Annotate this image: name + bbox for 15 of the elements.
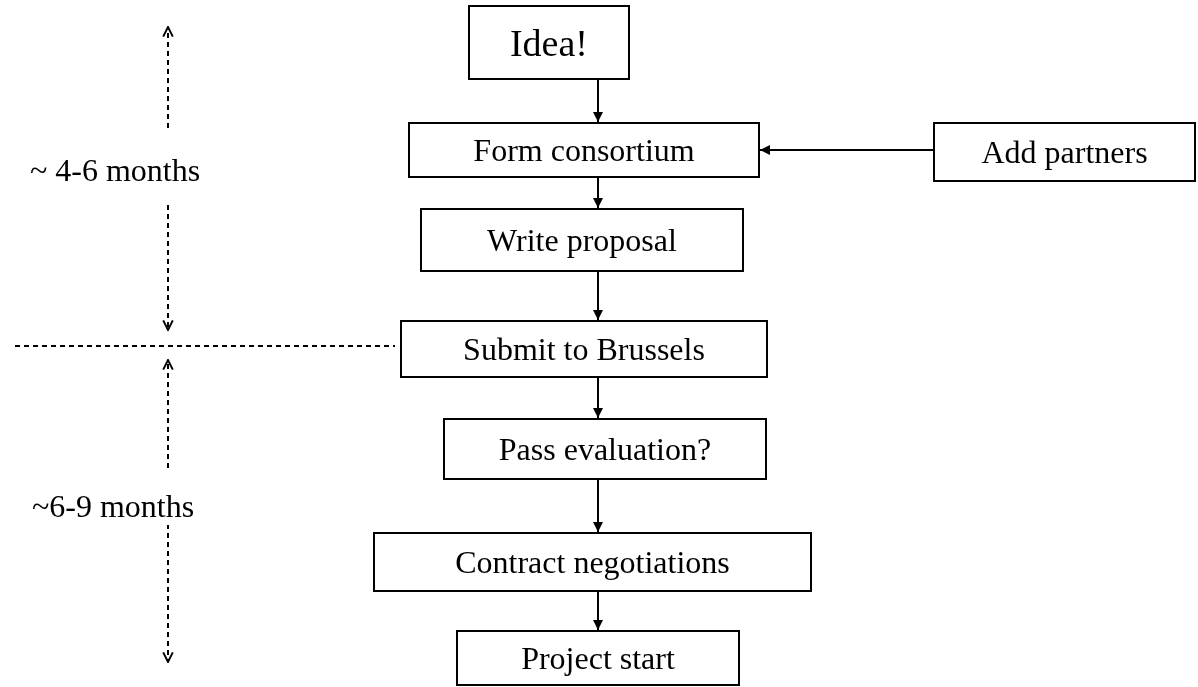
arrow bbox=[593, 271, 603, 321]
process-box: Contract negotiations bbox=[373, 532, 812, 592]
arrow bbox=[593, 479, 603, 533]
process-box: Write proposal bbox=[420, 208, 744, 272]
process-box: Project start bbox=[456, 630, 740, 686]
arrow bbox=[593, 177, 603, 209]
arrow bbox=[759, 145, 934, 155]
arrow bbox=[593, 591, 603, 631]
process-box: Form consortium bbox=[408, 122, 760, 178]
process-box: Idea! bbox=[468, 5, 630, 80]
arrow bbox=[593, 79, 603, 123]
process-box: Pass evaluation? bbox=[443, 418, 767, 480]
arrow bbox=[593, 377, 603, 419]
process-box: Add partners bbox=[933, 122, 1196, 182]
process-box: Submit to Brussels bbox=[400, 320, 768, 378]
